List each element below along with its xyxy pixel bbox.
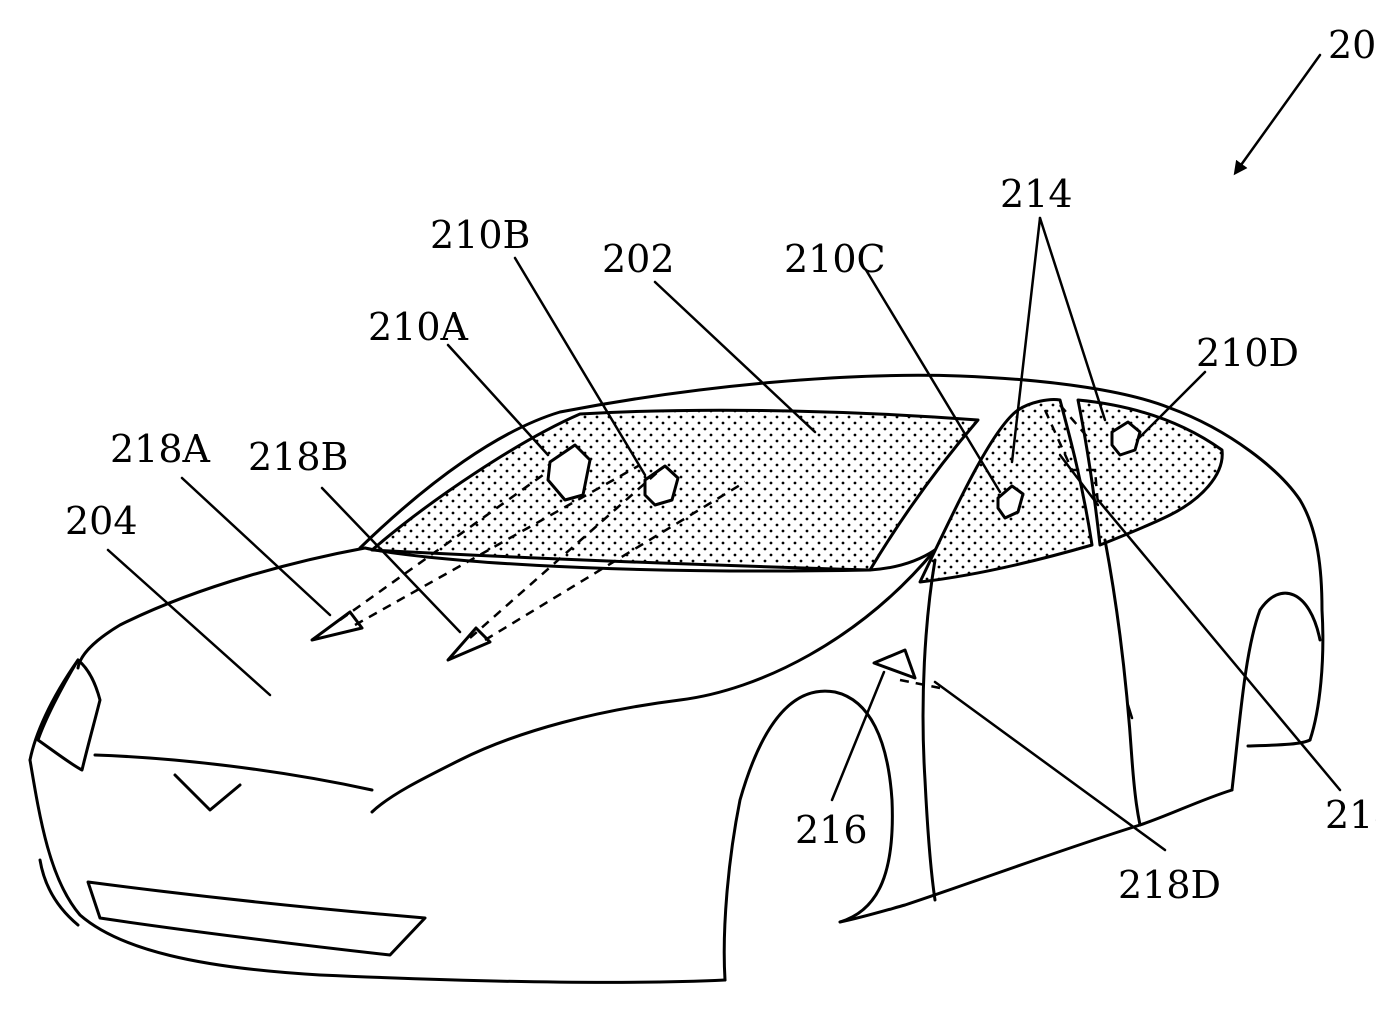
grille-top — [95, 755, 372, 790]
figure-number-label: 200 — [1328, 23, 1376, 67]
label-204: 204 — [65, 499, 138, 543]
emitter-216 — [874, 650, 915, 678]
label-202: 202 — [602, 237, 675, 281]
emitter-218b — [448, 628, 490, 660]
door-rear-line — [1105, 540, 1140, 825]
rear-wheel-arch — [1232, 593, 1320, 790]
label-218a: 218A — [110, 427, 211, 471]
emblem-v — [175, 775, 240, 810]
label-216: 216 — [795, 808, 868, 852]
emitter-218a — [312, 612, 362, 640]
front-lower-body — [30, 760, 725, 982]
rear-lower-body — [1140, 790, 1232, 825]
fender-crease — [372, 550, 935, 812]
label-210b: 210B — [430, 213, 530, 257]
bumper-lip — [40, 860, 78, 925]
label-218c: 218C — [1325, 793, 1376, 837]
door-front-line — [923, 560, 935, 900]
label-210d: 210D — [1196, 331, 1299, 375]
label-210a: 210A — [368, 305, 469, 349]
label-218b: 218B — [248, 435, 348, 479]
label-210c: 210C — [784, 237, 886, 281]
label-218d: 218D — [1118, 863, 1221, 907]
lower-intake — [88, 882, 425, 955]
label-214: 214 — [1000, 172, 1073, 216]
headlight — [38, 660, 100, 770]
